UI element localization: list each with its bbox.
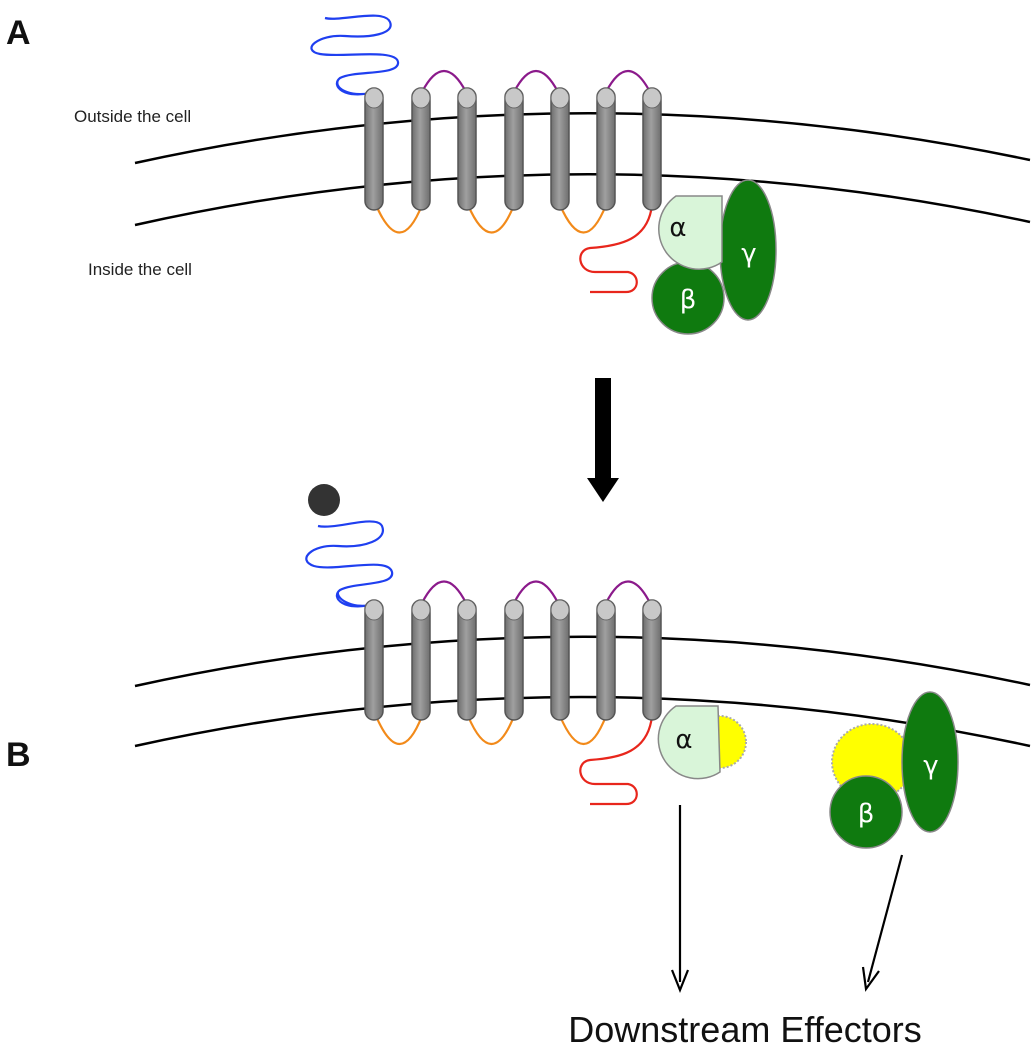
c-terminus — [579, 204, 654, 294]
receptor-helices — [364, 87, 662, 211]
intracellular-loop — [466, 715, 516, 746]
panel-b-label: B — [6, 736, 31, 774]
g-protein-trimer: α β γ — [651, 179, 777, 335]
alpha-subunit — [658, 195, 723, 270]
helix-cap — [550, 599, 570, 621]
intracellular-loop — [374, 715, 424, 746]
membrane-inner-line — [134, 173, 1031, 227]
beta-subunit — [829, 775, 903, 849]
extracellular-loop — [421, 70, 467, 93]
extracellular-loop — [605, 580, 651, 604]
beta-label: β — [858, 799, 875, 829]
intracellular-loop — [558, 204, 608, 234]
gamma-label: γ — [741, 239, 756, 269]
membrane-outer-line — [134, 635, 1031, 688]
panel-a-label: A — [6, 14, 31, 52]
helix-cap — [411, 599, 431, 621]
helix-cap — [596, 599, 616, 621]
alpha-label: α — [669, 213, 686, 243]
extracellular-loop — [605, 70, 651, 93]
helix-cap — [504, 87, 524, 109]
intracellular-loop — [374, 204, 424, 234]
panel-a: A Outside the cell Inside the cell — [6, 14, 1031, 335]
alpha-label: α — [675, 725, 692, 755]
extracellular-loop — [421, 580, 467, 604]
helix-cap — [457, 87, 477, 109]
helix-cap — [596, 87, 616, 109]
helix-cap — [411, 87, 431, 109]
transition-arrow — [587, 378, 619, 502]
alpha-subunit — [657, 705, 721, 780]
beta-gamma-dimer: β γ — [829, 691, 959, 849]
helix-cap — [642, 87, 662, 109]
n-terminus — [310, 14, 400, 96]
intracellular-loop — [466, 204, 516, 234]
extracellular-loop — [513, 70, 559, 93]
panel-b: B — [6, 484, 1031, 1050]
helix-cap — [504, 599, 524, 621]
downstream-effectors-label: Downstream Effectors — [568, 1009, 921, 1050]
extracellular-loop — [513, 580, 559, 604]
ligand — [308, 484, 340, 516]
gamma-label: γ — [923, 751, 938, 781]
gamma-subunit — [901, 691, 959, 833]
outside-cell-label: Outside the cell — [74, 107, 191, 126]
alpha-effector-arrow — [670, 805, 690, 993]
helix-cap — [364, 87, 384, 109]
c-terminus — [579, 715, 654, 806]
helix-cap — [642, 599, 662, 621]
beta-label: β — [680, 285, 697, 315]
membrane-outer-line — [134, 112, 1031, 165]
receptor-helices — [364, 599, 662, 721]
helix-cap — [364, 599, 384, 621]
inside-cell-label: Inside the cell — [88, 260, 192, 279]
membrane-inner-line — [134, 695, 1031, 748]
n-terminus — [305, 520, 394, 608]
helix-cap — [457, 599, 477, 621]
beta-gamma-effector-arrow — [861, 854, 904, 992]
intracellular-loop — [558, 715, 608, 746]
activated-alpha-subunit: α — [657, 705, 747, 780]
helix-cap — [550, 87, 570, 109]
